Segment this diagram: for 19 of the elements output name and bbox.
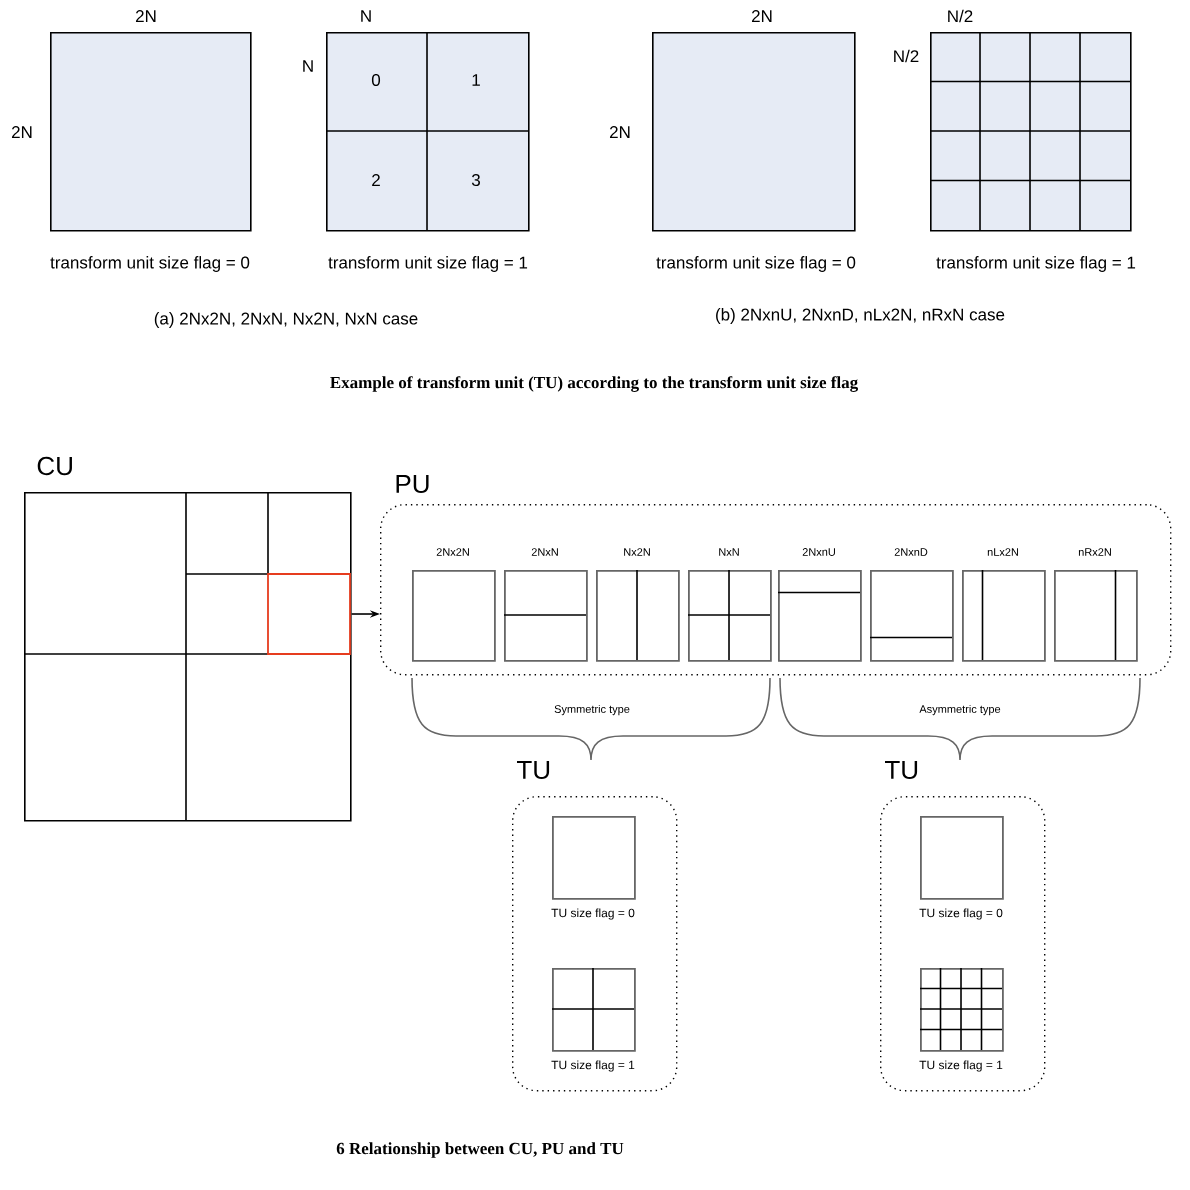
caption-text: transform unit size flag = 0 bbox=[656, 256, 856, 272]
heading: PU bbox=[396, 474, 429, 494]
heading: TU bbox=[517, 760, 550, 780]
figure-caption: Example of transform unit (TU) according to the transform unit size flag bbox=[330, 376, 858, 392]
node-label: 1 bbox=[472, 74, 480, 86]
caption-text: (b) 2NxnU, 2NxnD, nLx2N, nRxN case bbox=[716, 308, 1005, 324]
dimension-label: 2N bbox=[12, 126, 32, 138]
dimension-label: 2N bbox=[610, 126, 630, 138]
node-label: 0 bbox=[371, 74, 381, 87]
heading: CU bbox=[37, 456, 72, 476]
caption-text: (a) 2Nx2N, 2NxN, Nx2N, NxN case bbox=[154, 312, 418, 328]
caption-text: transform unit size flag = 1 bbox=[936, 256, 1136, 272]
node-label: 2 bbox=[372, 174, 380, 186]
dimension-label: N/2 bbox=[894, 49, 919, 63]
caption-text: transform unit size flag = 1 bbox=[328, 256, 528, 272]
figure-caption: 6 Relationship between CU, PU and TU bbox=[336, 1142, 624, 1158]
heading: TU bbox=[885, 760, 918, 780]
caption-text: transform unit size flag = 0 bbox=[50, 256, 250, 272]
node-label: 3 bbox=[471, 174, 480, 187]
